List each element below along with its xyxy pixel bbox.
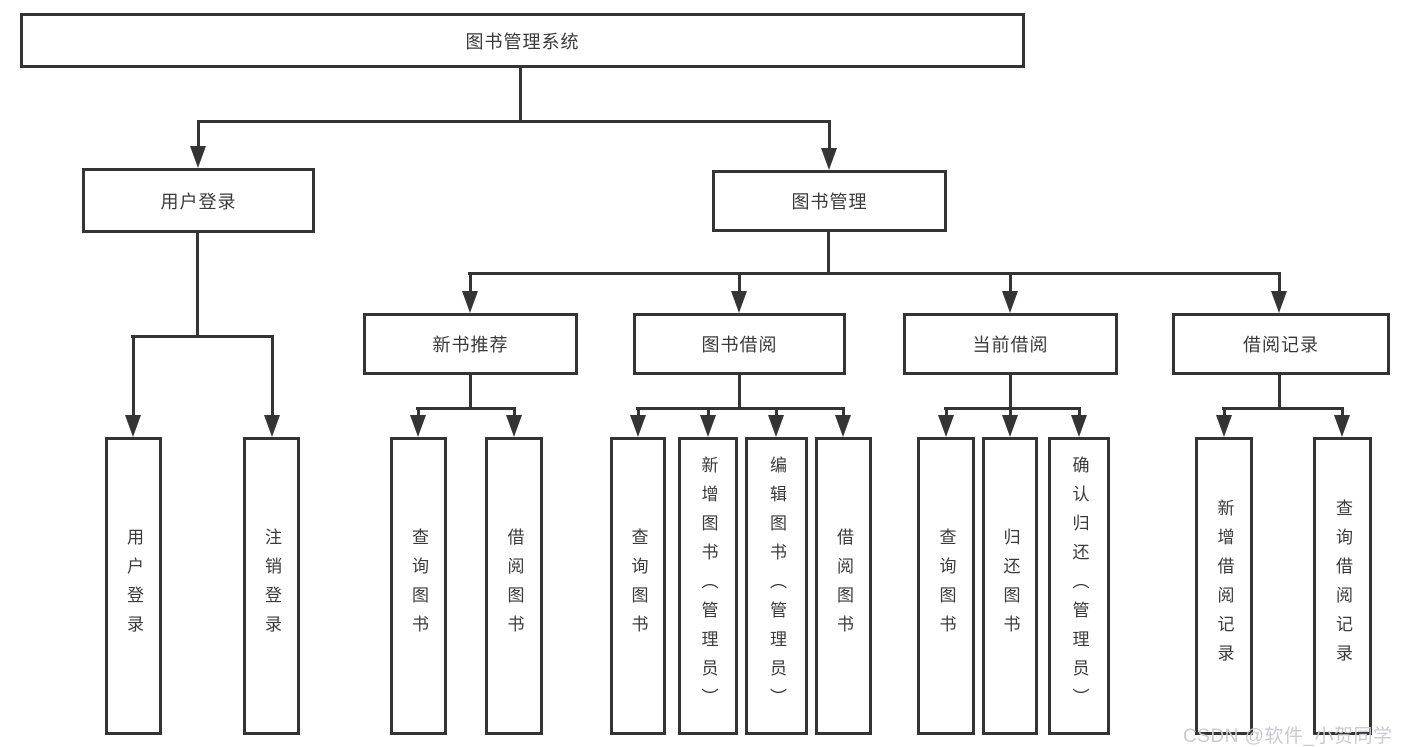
leaf-edit-books-admin: 编辑图书（管理员） — [745, 437, 808, 735]
leaf-add-books-admin: 新增图书（管理员） — [678, 437, 738, 735]
connector-line — [468, 272, 472, 291]
arrowhead-down-icon — [630, 415, 646, 437]
connector-line — [131, 335, 135, 415]
arrowhead-down-icon — [1271, 291, 1287, 313]
arrowhead-down-icon — [506, 415, 522, 437]
leaf-borrow-books-borrowing: 借阅图书 — [815, 437, 872, 735]
leaf-query-books-borrowing: 查询图书 — [610, 437, 666, 735]
leaf-edit-books-admin-label: 编辑图书（管理员） — [767, 455, 786, 717]
arrowhead-down-icon — [1002, 291, 1018, 313]
arrowhead-down-icon — [190, 146, 206, 168]
node-root: 图书管理系统 — [20, 13, 1025, 68]
connector-line — [827, 232, 830, 272]
leaf-query-borrow-record: 查询借阅记录 — [1313, 437, 1372, 735]
connector-line — [1277, 375, 1281, 407]
leaf-logout-label: 注销登录 — [262, 528, 281, 644]
connector-line — [636, 407, 640, 415]
connector-line — [131, 335, 274, 338]
connector-line — [774, 407, 778, 415]
leaf-add-borrow-record: 新增借阅记录 — [1195, 437, 1253, 735]
arrowhead-down-icon — [264, 415, 280, 437]
leaf-query-borrow-record-label: 查询借阅记录 — [1333, 499, 1352, 673]
arrowhead-down-icon — [938, 415, 954, 437]
leaf-query-books-current-label: 查询图书 — [936, 528, 956, 644]
node-root-label: 图书管理系统 — [465, 31, 580, 52]
arrowhead-down-icon — [821, 148, 837, 170]
connector-line — [1277, 272, 1281, 291]
connector-line — [737, 272, 741, 291]
connector-line — [416, 407, 420, 415]
arrowhead-down-icon — [1216, 415, 1232, 437]
node-book-management-label: 图书管理 — [791, 192, 868, 212]
arrowhead-down-icon — [410, 415, 426, 437]
leaf-return-books: 归还图书 — [982, 437, 1038, 735]
connector-line — [1008, 407, 1012, 415]
node-borrowing-records-label: 借阅记录 — [1243, 335, 1319, 355]
connector-line — [706, 407, 710, 415]
arrowhead-down-icon — [1334, 415, 1350, 437]
arrowhead-down-icon — [125, 415, 141, 437]
node-user-login: 用户登录 — [82, 168, 315, 233]
connector-line — [1008, 375, 1012, 407]
leaf-query-books-recommend-label: 查询图书 — [409, 528, 428, 644]
leaf-user-login: 用户登录 — [105, 437, 162, 735]
connector-line — [468, 272, 1281, 275]
leaf-confirm-return-admin-label: 确认归还（管理员） — [1069, 455, 1089, 717]
leaf-borrow-books-borrowing-label: 借阅图书 — [834, 528, 853, 644]
connector-line — [196, 120, 200, 146]
arrowhead-down-icon — [835, 415, 851, 437]
connector-line — [519, 68, 522, 122]
arrowhead-down-icon — [731, 291, 747, 313]
connector-line — [416, 407, 516, 410]
leaf-borrow-books-recommend: 借阅图书 — [485, 437, 543, 735]
leaf-confirm-return-admin: 确认归还（管理员） — [1048, 437, 1110, 735]
connector-line — [195, 233, 199, 335]
node-book-borrowing: 图书借阅 — [633, 313, 846, 375]
connector-line — [636, 407, 845, 410]
connector-line — [827, 120, 831, 148]
arrowhead-down-icon — [1071, 415, 1087, 437]
leaf-query-books-current: 查询图书 — [917, 437, 975, 735]
watermark: CSDN @软件_小贺同学 — [1183, 726, 1393, 747]
connector-line — [197, 120, 831, 123]
node-current-borrowing-label: 当前借阅 — [972, 335, 1049, 355]
connector-line — [1222, 407, 1344, 410]
node-book-borrowing-label: 图书借阅 — [701, 335, 778, 355]
leaf-add-books-admin-label: 新增图书（管理员） — [698, 455, 718, 717]
leaf-user-login-label: 用户登录 — [124, 528, 143, 644]
connector-line — [1077, 407, 1081, 415]
connector-line — [841, 407, 845, 415]
node-new-book-recommend-label: 新书推荐 — [432, 335, 509, 355]
connector-line — [1222, 407, 1226, 415]
node-book-management: 图书管理 — [712, 170, 947, 232]
leaf-query-books-borrowing-label: 查询图书 — [628, 528, 648, 644]
node-borrowing-records: 借阅记录 — [1172, 313, 1390, 375]
connector-line — [270, 335, 274, 415]
leaf-borrow-books-recommend-label: 借阅图书 — [504, 528, 524, 644]
leaf-return-books-label: 归还图书 — [1000, 528, 1020, 644]
arrowhead-down-icon — [700, 415, 716, 437]
leaf-logout: 注销登录 — [243, 437, 300, 735]
arrowhead-down-icon — [462, 291, 478, 313]
connector-line — [512, 407, 516, 415]
arrowhead-down-icon — [768, 415, 784, 437]
connector-line — [944, 407, 1081, 410]
leaf-add-borrow-record-label: 新增借阅记录 — [1214, 499, 1234, 673]
connector-line — [1008, 272, 1012, 291]
connector-line — [468, 375, 472, 407]
connector-line — [1340, 407, 1344, 415]
connector-line — [944, 407, 948, 415]
node-current-borrowing: 当前借阅 — [903, 313, 1118, 375]
connector-line — [737, 375, 741, 407]
node-new-book-recommend: 新书推荐 — [363, 313, 578, 375]
node-user-login-label: 用户登录 — [160, 191, 237, 212]
arrowhead-down-icon — [1002, 415, 1018, 437]
leaf-query-books-recommend: 查询图书 — [390, 437, 447, 735]
